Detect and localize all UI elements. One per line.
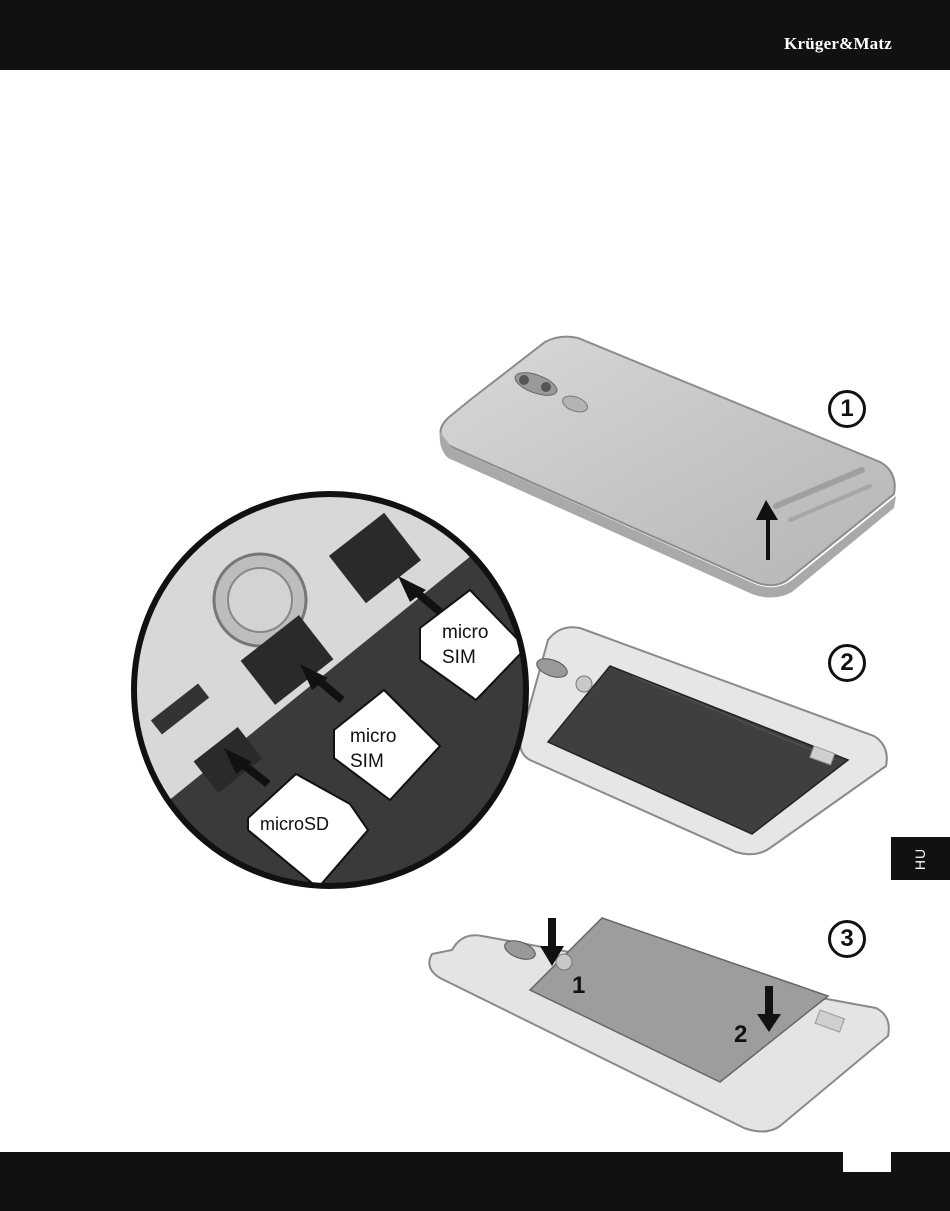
callout-micro-sim-top-line1: micro bbox=[442, 622, 488, 643]
phone-battery-inserted bbox=[429, 918, 888, 1132]
language-tab: HU bbox=[891, 837, 950, 880]
zoom-detail-circle: micro SIM micro SIM microSD bbox=[120, 490, 540, 900]
callout-microsd: microSD bbox=[260, 814, 329, 834]
step-badge-2: 2 bbox=[828, 644, 866, 682]
language-label: HU bbox=[912, 847, 928, 869]
step-badge-1: 1 bbox=[828, 390, 866, 428]
phone-back-cover bbox=[440, 337, 896, 598]
callout-micro-sim-top-line2: SIM bbox=[442, 647, 476, 668]
callout-micro-sim-middle-line1: micro bbox=[350, 726, 396, 747]
step-badge-3: 3 bbox=[828, 920, 866, 958]
step3-label-2: 2 bbox=[734, 1021, 747, 1048]
page-number-tab bbox=[843, 1152, 891, 1172]
footer-bar bbox=[0, 1152, 950, 1211]
callout-micro-sim-middle-line2: SIM bbox=[350, 751, 384, 772]
step3-label-1: 1 bbox=[572, 972, 585, 999]
